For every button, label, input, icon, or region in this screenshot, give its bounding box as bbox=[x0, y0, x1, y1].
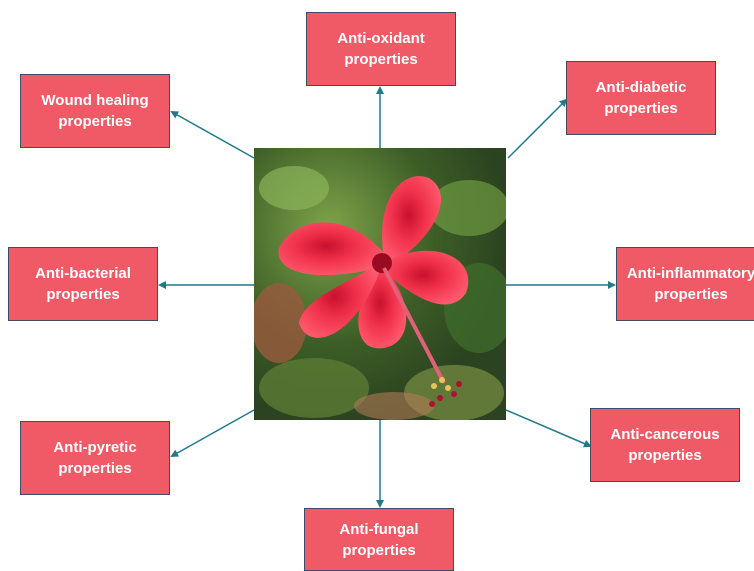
anticancerous-box: Anti-cancerous properties bbox=[590, 408, 740, 482]
antipyretic-line2: properties bbox=[58, 458, 131, 479]
antidiabetic-line1: Anti-diabetic bbox=[596, 77, 687, 98]
wound-healing-line1: Wound healing bbox=[41, 90, 148, 111]
antipyretic-line1: Anti-pyretic bbox=[53, 437, 136, 458]
antidiabetic-box: Anti-diabetic properties bbox=[566, 61, 716, 135]
antiinflammatory-line2: properties bbox=[654, 284, 727, 305]
anticancerous-line2: properties bbox=[628, 445, 701, 466]
antiinflammatory-box: Anti-inflammatory properties bbox=[616, 247, 754, 321]
antibacterial-line2: properties bbox=[46, 284, 119, 305]
wound-healing-line2: properties bbox=[58, 111, 131, 132]
antioxidant-box: Anti-oxidant properties bbox=[306, 12, 456, 86]
antipyretic-box: Anti-pyretic properties bbox=[20, 421, 170, 495]
antioxidant-line1: Anti-oxidant bbox=[337, 28, 425, 49]
antibacterial-line1: Anti-bacterial bbox=[35, 263, 131, 284]
arrow-to-antipyretic bbox=[172, 410, 254, 456]
antifungal-line1: Anti-fungal bbox=[339, 519, 418, 540]
wound-healing-box: Wound healing properties bbox=[20, 74, 170, 148]
antidiabetic-line2: properties bbox=[604, 98, 677, 119]
arrow-to-wound-healing bbox=[172, 112, 254, 158]
antioxidant-line2: properties bbox=[344, 49, 417, 70]
arrow-to-anticancerous bbox=[506, 410, 590, 446]
hibiscus-flower-photo bbox=[254, 148, 506, 420]
anticancerous-line1: Anti-cancerous bbox=[610, 424, 719, 445]
antifungal-box: Anti-fungal properties bbox=[304, 508, 454, 571]
antiinflammatory-line1: Anti-inflammatory bbox=[627, 263, 754, 284]
antifungal-line2: properties bbox=[342, 540, 415, 561]
hibiscus-illustration bbox=[254, 148, 506, 420]
antibacterial-box: Anti-bacterial properties bbox=[8, 247, 158, 321]
arrow-to-antidiabetic bbox=[508, 100, 566, 158]
